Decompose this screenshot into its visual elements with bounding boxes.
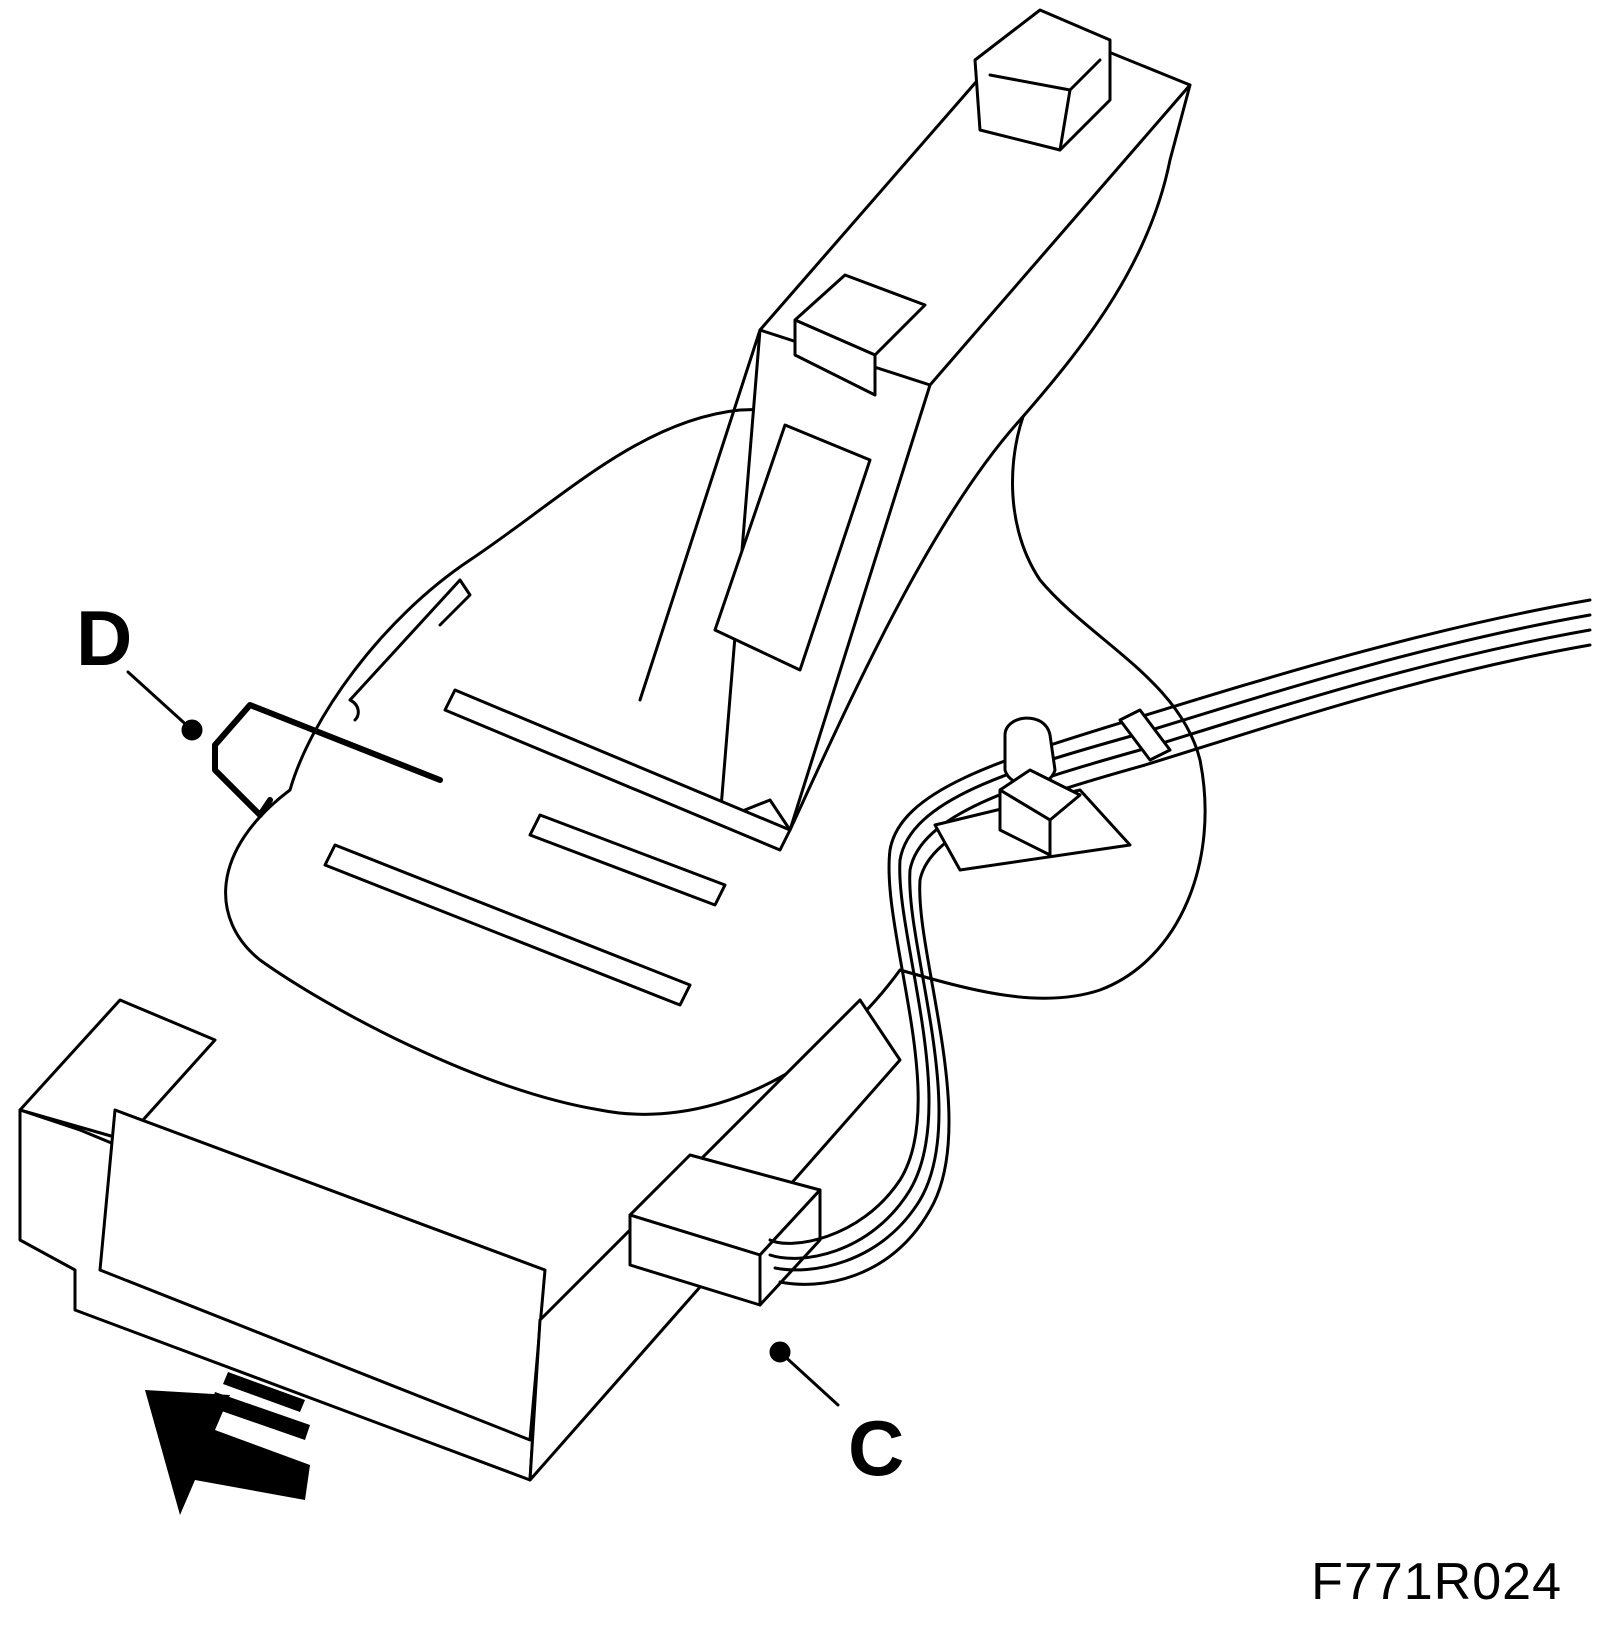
leader-line-d <box>126 670 194 732</box>
figure-id: F771R024 <box>1311 1553 1562 1611</box>
front-housing-top <box>18 998 217 1142</box>
clip-d <box>212 702 443 818</box>
wire <box>778 643 1592 1286</box>
wire-clamp-block-side <box>998 788 1052 857</box>
callout-c: C <box>848 1404 904 1492</box>
arm-top-tab <box>973 8 1112 152</box>
leader-dot-d <box>181 719 203 741</box>
arm-top-tab-detail <box>988 58 1102 152</box>
arm-window-slot <box>713 423 872 672</box>
plate-slot <box>443 688 792 852</box>
wire <box>773 628 1592 1272</box>
arm-middle-block-side <box>793 318 877 397</box>
wire <box>768 613 1592 1260</box>
wire-sleeve <box>1118 708 1172 762</box>
leader-line-c <box>778 1350 840 1407</box>
wire <box>768 598 1592 1245</box>
arrow-down-left-icon <box>145 1372 310 1515</box>
plate-slot <box>528 813 727 907</box>
plate-left-notch <box>348 578 472 722</box>
plate-slot <box>323 843 692 1007</box>
leader-dot-c <box>769 1341 791 1363</box>
callout-d: D <box>76 594 132 682</box>
front-housing-inner-window <box>98 1108 547 1442</box>
base-plate <box>224 398 1207 1116</box>
